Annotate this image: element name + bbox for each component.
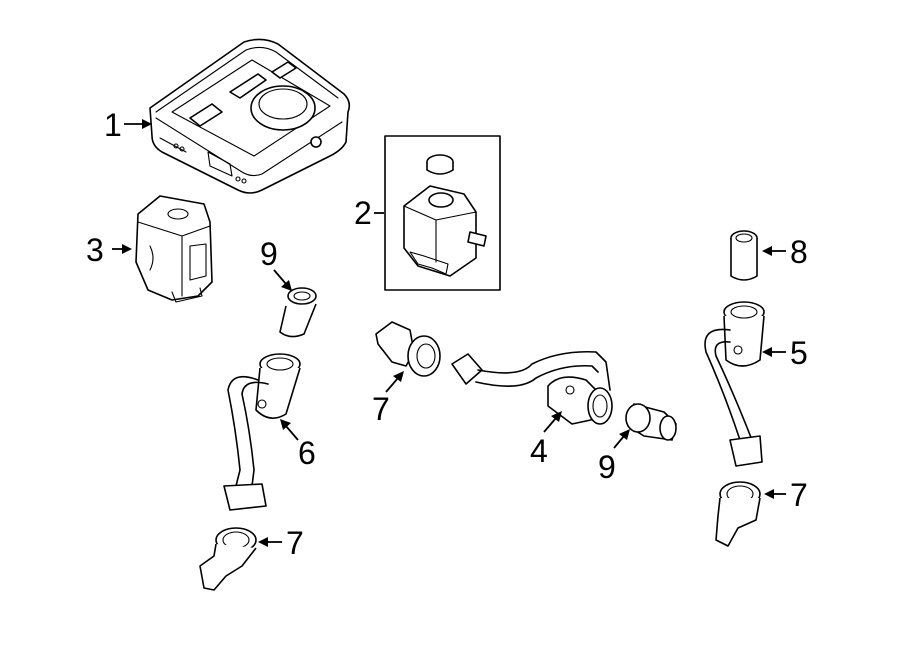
callout-9-left: 9 <box>260 236 278 272</box>
part-9-bezel-left <box>279 287 317 338</box>
callout-5: 5 <box>790 335 808 371</box>
part-3-switch <box>135 195 213 303</box>
part-7-bracket-middle <box>375 321 441 377</box>
callout-3: 3 <box>86 232 104 268</box>
callout-8: 8 <box>790 234 808 270</box>
callout-7-middle: 7 <box>372 391 390 427</box>
part-7-bracket-right <box>715 481 761 547</box>
leader-lines <box>112 119 786 547</box>
part-2-switch-inset <box>384 135 501 291</box>
callout-9-middle: 9 <box>598 449 616 485</box>
callout-7-right: 7 <box>790 477 808 513</box>
part-1-control-module <box>149 38 351 194</box>
callout-7-bottom-left: 7 <box>286 525 304 561</box>
part-4-sensor-harness <box>451 350 613 425</box>
part-5-sensor-harness <box>704 301 765 467</box>
callout-1: 1 <box>104 107 122 143</box>
callout-2: 2 <box>354 195 372 231</box>
callout-6: 6 <box>298 435 316 471</box>
part-9-bezel-middle <box>625 403 677 441</box>
part-8-bezel <box>730 230 758 281</box>
part-7-bracket-bottom-left <box>199 527 257 591</box>
part-6-sensor-harness <box>223 353 301 511</box>
callout-4: 4 <box>530 433 548 469</box>
